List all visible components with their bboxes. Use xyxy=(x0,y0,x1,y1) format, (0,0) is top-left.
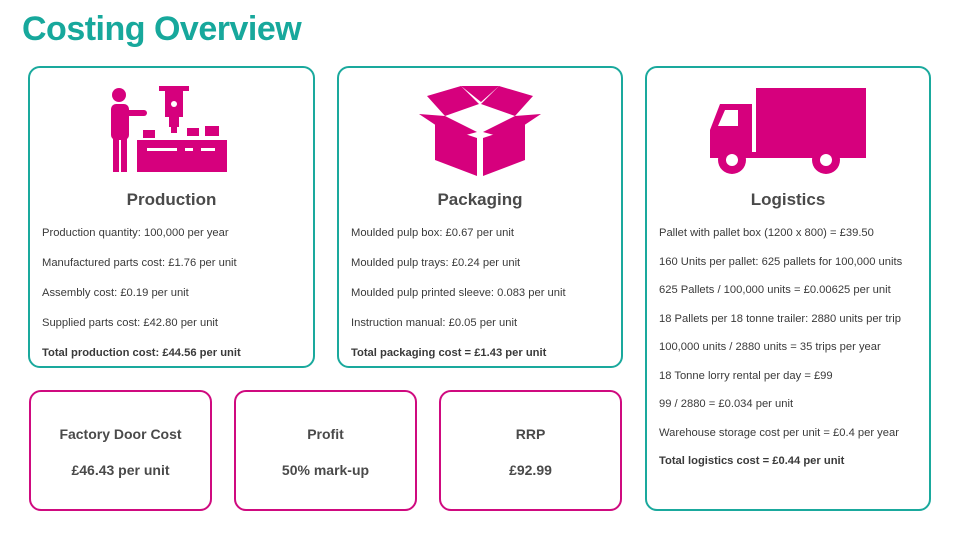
logistics-line: 100,000 units / 2880 units = 35 trips pe… xyxy=(659,341,881,353)
packaging-total: Total packaging cost = £1.43 per unit xyxy=(351,347,547,359)
rrp-card: RRP £92.99 xyxy=(439,390,622,511)
packaging-title: Packaging xyxy=(437,190,523,209)
rrp-value: £92.99 xyxy=(509,462,552,478)
production-line: Supplied parts cost: £42.80 per unit xyxy=(42,317,219,329)
open-box-icon xyxy=(419,86,541,176)
logistics-title: Logistics xyxy=(750,190,826,209)
logistics-line: 160 Units per pallet: 625 pallets for 10… xyxy=(659,255,903,268)
logistics-line: 99 / 2880 = £0.034 per unit xyxy=(659,398,794,410)
factory-worker-icon xyxy=(110,86,227,172)
production-total: Total production cost: £44.56 per unit xyxy=(42,347,241,359)
logistics-details: Pallet with pallet box (1200 x 800) = £3… xyxy=(659,226,919,483)
profit-value: 50% mark-up xyxy=(281,462,370,478)
factory-door-cost-card: Factory Door Cost £46.43 per unit xyxy=(29,390,212,511)
rrp-title: RRP xyxy=(515,426,546,442)
truck-icon xyxy=(710,88,866,174)
packaging-line: Moulded pulp trays: £0.24 per unit xyxy=(351,257,521,269)
logistics-card: Logistics Pallet with pallet box (1200 x… xyxy=(645,66,931,511)
logistics-line: Pallet with pallet box (1200 x 800) = £3… xyxy=(659,227,874,239)
packaging-details: Moulded pulp box: £0.67 per unit Moulded… xyxy=(351,226,611,376)
production-card: Production Production quantity: 100,000 … xyxy=(28,66,315,368)
profit-card: Profit 50% mark-up xyxy=(234,390,417,511)
production-title: Production xyxy=(126,190,217,209)
factory-door-cost-title: Factory Door Cost xyxy=(59,426,182,442)
logistics-line: Warehouse storage cost per unit = £0.4 p… xyxy=(659,426,899,439)
factory-door-cost-value: £46.43 per unit xyxy=(71,462,170,478)
production-details: Production quantity: 100,000 per year Ma… xyxy=(42,226,303,376)
packaging-line: Instruction manual: £0.05 per unit xyxy=(351,317,518,329)
logistics-total: Total logistics cost = £0.44 per unit xyxy=(659,455,845,467)
packaging-line: Moulded pulp box: £0.67 per unit xyxy=(351,227,514,239)
logistics-line: 625 Pallets / 100,000 units = £0.00625 p… xyxy=(659,284,891,296)
logistics-line: 18 Pallets per 18 tonne trailer: 2880 un… xyxy=(659,312,901,325)
page-title: Costing Overview xyxy=(22,10,302,48)
logistics-line: 18 Tonne lorry rental per day = £99 xyxy=(659,369,833,382)
packaging-card: Packaging Moulded pulp box: £0.67 per un… xyxy=(337,66,623,368)
production-line: Production quantity: 100,000 per year xyxy=(42,227,229,239)
packaging-line: Moulded pulp printed sleeve: 0.083 per u… xyxy=(351,287,566,299)
production-line: Manufactured parts cost: £1.76 per unit xyxy=(42,257,237,269)
profit-title: Profit xyxy=(307,426,344,442)
production-line: Assembly cost: £0.19 per unit xyxy=(42,287,189,299)
